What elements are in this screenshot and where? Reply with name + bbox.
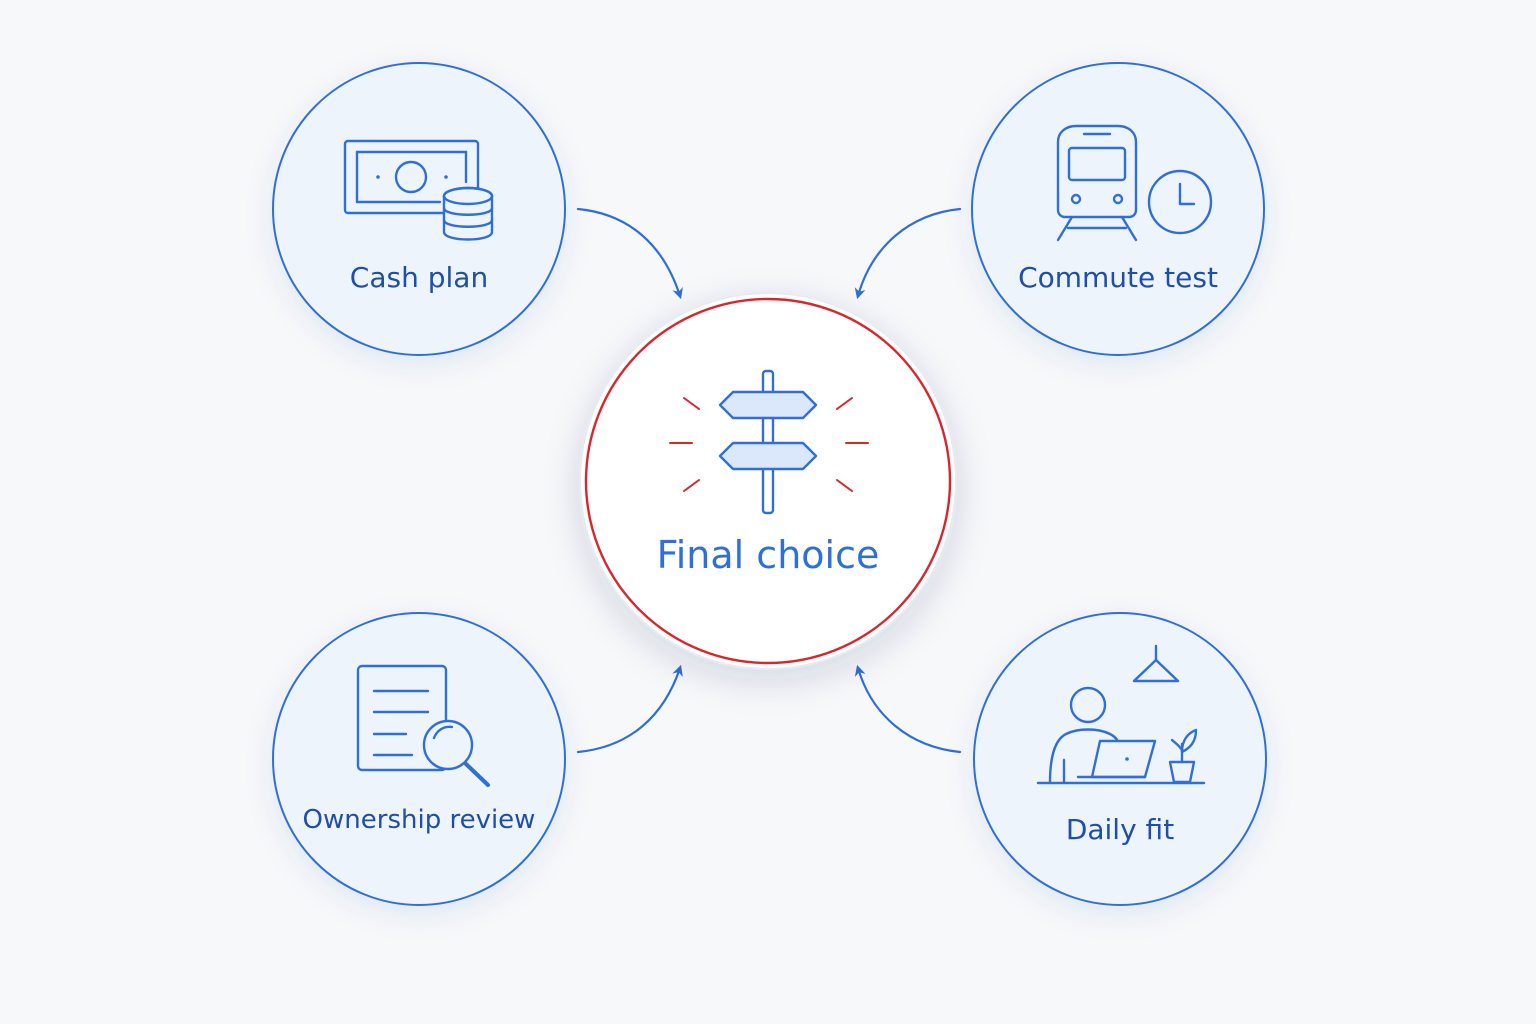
document-search-icon xyxy=(356,664,490,787)
arrow-commute-to-final xyxy=(854,207,962,300)
daily-fit-label: Daily fit xyxy=(1065,813,1175,846)
cash-coins-icon xyxy=(343,139,494,241)
node-ownership-review xyxy=(272,612,566,906)
arrow-daily-to-final xyxy=(854,664,962,754)
commute-test-label: Commute test xyxy=(1018,261,1218,294)
final-choice-label: Final choice xyxy=(656,533,880,577)
arrow-ownership-to-final xyxy=(576,664,683,754)
train-clock-icon xyxy=(1056,124,1213,242)
node-commute-test xyxy=(971,62,1265,356)
ownership-review-label: Ownership review xyxy=(302,805,536,835)
signpost-burst xyxy=(669,397,869,492)
signpost-icon xyxy=(669,369,869,515)
connectors xyxy=(576,207,962,754)
cash-plan-label: Cash plan xyxy=(349,261,489,294)
person-laptop-icon xyxy=(1036,644,1206,785)
node-cash-plan xyxy=(272,62,566,356)
arrow-cash-to-final xyxy=(576,207,683,300)
